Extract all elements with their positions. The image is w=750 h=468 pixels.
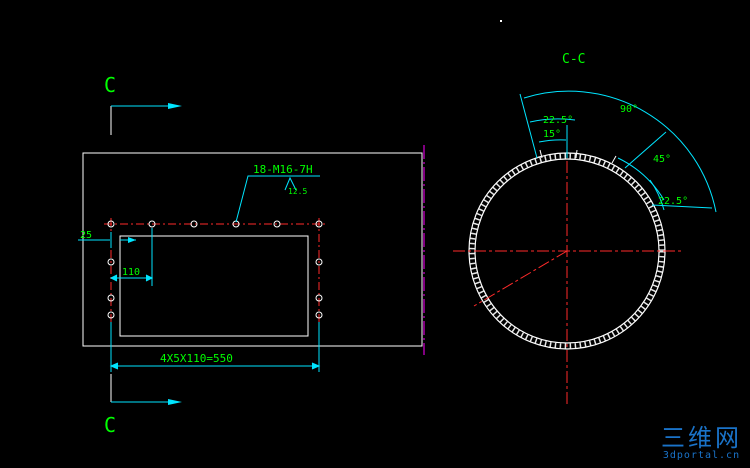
dim-hole-offset-label: 110 bbox=[122, 267, 140, 278]
window-opening bbox=[119, 235, 309, 337]
section-arrow-top bbox=[110, 103, 182, 135]
watermark: 三维网 3dportal.cn bbox=[661, 426, 742, 462]
dim-hole-offset bbox=[109, 228, 154, 286]
stray-point bbox=[500, 20, 502, 22]
section-title: C-C bbox=[562, 52, 585, 67]
dim-hole-chain-label: 4X5X110=550 bbox=[160, 352, 233, 365]
watermark-domain: 3dportal.cn bbox=[662, 450, 741, 461]
angle-22-5-right-label: 22.5° bbox=[658, 196, 688, 207]
plate-outline bbox=[82, 152, 423, 347]
section-marker-bottom: C bbox=[104, 413, 116, 437]
dim-edge-offset bbox=[78, 232, 136, 248]
section-arrow-bottom bbox=[110, 374, 182, 405]
bolt-holes bbox=[107, 220, 323, 319]
angle-45-label: 45° bbox=[653, 154, 671, 165]
hole-position-lines bbox=[539, 149, 617, 164]
angle-22-5-top-label: 22.5° bbox=[543, 115, 573, 126]
watermark-brand: 三维网 bbox=[661, 424, 742, 452]
section-marker-top: C bbox=[104, 73, 116, 97]
thread-leader bbox=[235, 175, 320, 223]
thread-callout: 18-M16-7H bbox=[253, 163, 313, 176]
dim-edge-offset-label: 25 bbox=[80, 230, 92, 241]
angle-15-label: 15° bbox=[543, 129, 561, 140]
pipe-centerlines bbox=[453, 140, 681, 405]
angle-dimensions bbox=[519, 90, 717, 213]
dim-hole-chain bbox=[109, 322, 321, 372]
angle-90-label: 90° bbox=[620, 104, 638, 115]
thread-depth: 12.5 bbox=[288, 187, 307, 196]
